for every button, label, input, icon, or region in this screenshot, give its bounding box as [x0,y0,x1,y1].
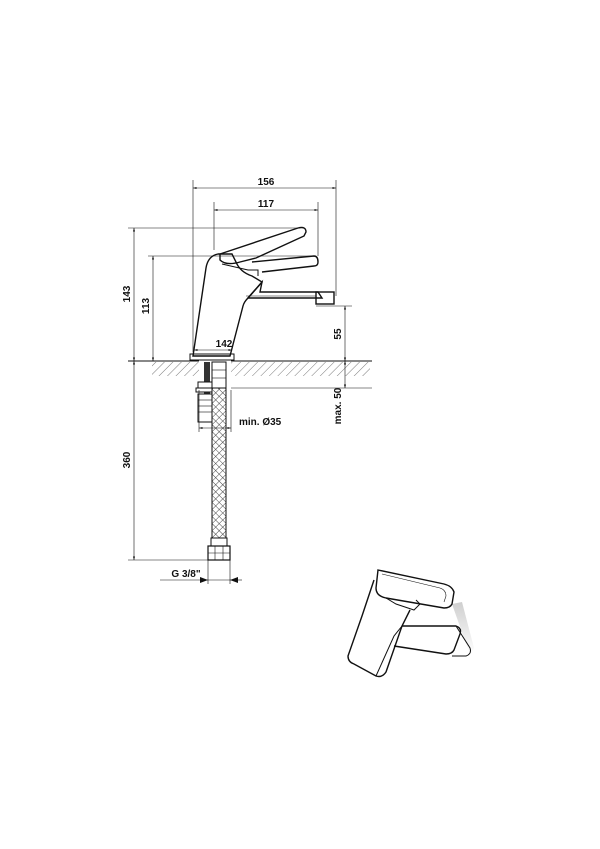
threaded-rod [197,393,213,423]
dimension-deck-thickness: max. 50 [333,361,347,424]
dimension-height-total: 143 [122,227,300,361]
dimension-hose-length: 360 [122,361,212,561]
dimension-label-142: 142 [216,339,233,350]
dimension-label-max-50: max. 50 [333,387,344,424]
mounting-assembly [195,361,231,561]
faucet-spout [246,279,324,299]
dimension-width-total: 156 [192,177,337,352]
aerator [315,291,335,305]
hose-nipple [211,361,227,389]
lever-hinge-detail [221,263,259,276]
dimension-label-143: 143 [122,285,133,302]
dimension-thread: G 3/8" [160,560,242,584]
faucet-base [189,353,235,361]
dimension-hole-diameter: min. Ø35 [198,390,282,432]
perspective-body [347,579,411,678]
dimension-label-55: 55 [333,328,344,340]
water-stream [452,602,474,655]
dimension-base: 142 [194,339,233,352]
dimension-label-156: 156 [258,177,275,188]
countertop [128,358,372,390]
dimension-width-spout: 117 [213,199,319,256]
braided-hose [211,387,227,539]
dimension-label-360: 360 [122,451,133,468]
perspective-lever [375,569,455,609]
dimension-spout-clearance: 55 [316,305,352,361]
hose-ferrule [210,537,228,547]
faucet-side-view [189,226,335,361]
faucet-spout-top [251,255,319,273]
dimension-label-113: 113 [141,297,152,314]
dimension-height-spout: 113 [141,255,314,361]
perspective-spout [393,625,462,655]
dimension-label-117: 117 [258,199,275,210]
dimension-label-min-35: min. Ø35 [239,417,282,428]
faucet-lever [219,226,307,265]
dimension-label-g38: G 3/8" [171,569,200,580]
faucet-perspective-view [347,569,474,678]
countertop-hatch [152,362,370,376]
faucet-body [192,253,264,357]
